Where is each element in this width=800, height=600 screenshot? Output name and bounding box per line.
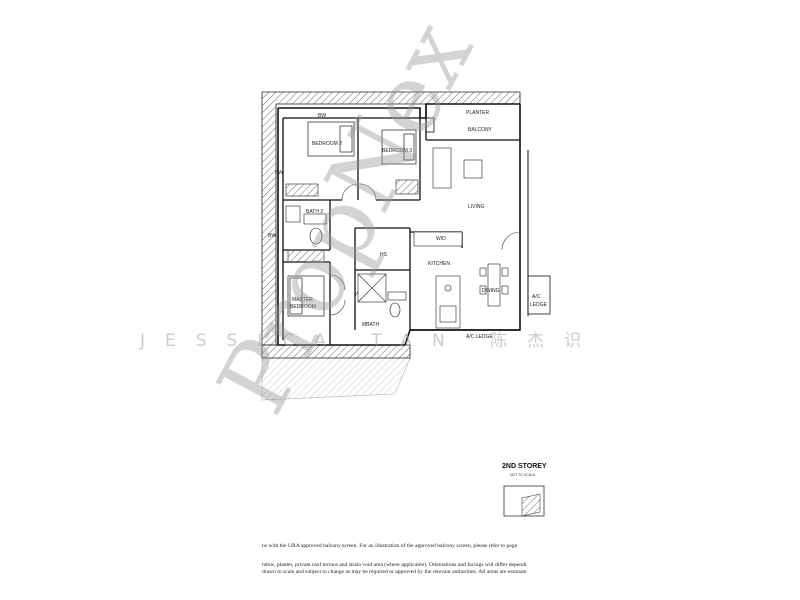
label-kitchen: KITCHEN bbox=[428, 261, 450, 267]
storey-subtitle: NOT TO SCALE bbox=[510, 473, 536, 477]
note-line: ns with the URA approved balcony screen.… bbox=[262, 543, 518, 549]
label-living: LIVING bbox=[468, 204, 485, 210]
label-bw-left: BW bbox=[275, 170, 283, 176]
label-bw-top: BW bbox=[318, 113, 326, 119]
note-line: ndow, planter, private roof terrace and … bbox=[262, 562, 527, 568]
label-bedroom-2: BEDROOM 2 bbox=[312, 141, 342, 147]
storey-title: 2ND STOREY bbox=[502, 463, 547, 470]
door-swings bbox=[329, 183, 521, 316]
label-ac-ledge-side-1: A/C bbox=[532, 294, 541, 300]
label-dining: DINING bbox=[482, 288, 500, 294]
living-furniture bbox=[432, 147, 509, 307]
label-hs: HS bbox=[380, 252, 388, 258]
label-master-line2: BEDROOM bbox=[290, 304, 316, 310]
label-bedroom-3: BEDROOM 3 bbox=[382, 148, 412, 154]
wardrobes bbox=[285, 179, 419, 263]
bath-fixtures bbox=[285, 205, 407, 318]
label-master-line1: MASTER bbox=[292, 297, 313, 303]
ac-ledge-box bbox=[425, 117, 551, 315]
label-mbath: MBATH bbox=[362, 322, 380, 328]
label-balcony: BALCONY bbox=[468, 127, 493, 133]
label-ac-ledge-side-2: LEDGE bbox=[530, 302, 548, 308]
boundary-walls bbox=[261, 91, 521, 401]
key-plan: 2ND STOREY NOT TO SCALE bbox=[500, 462, 547, 522]
label-bath-2: BATH 2 bbox=[306, 209, 323, 215]
key-plan-drawing bbox=[503, 485, 545, 517]
label-bw-lower: BW bbox=[268, 233, 276, 239]
kitchen-counters bbox=[413, 231, 463, 329]
label-ac-ledge-bottom: A/C LEDGE bbox=[466, 334, 493, 340]
label-planter: PLANTER bbox=[466, 110, 489, 116]
room-labels: BW BEDROOM 2 BEDROOM 3 BW BATH 2 BW MAST… bbox=[268, 110, 548, 340]
notes: ns with the URA approved balcony screen.… bbox=[262, 543, 547, 576]
beds bbox=[287, 121, 417, 317]
watermark-name: JESSICA TAN 陈杰识 bbox=[140, 331, 602, 351]
label-wd: W/D bbox=[436, 236, 446, 242]
note-line: drawn to scale and subject to change as … bbox=[262, 569, 527, 575]
